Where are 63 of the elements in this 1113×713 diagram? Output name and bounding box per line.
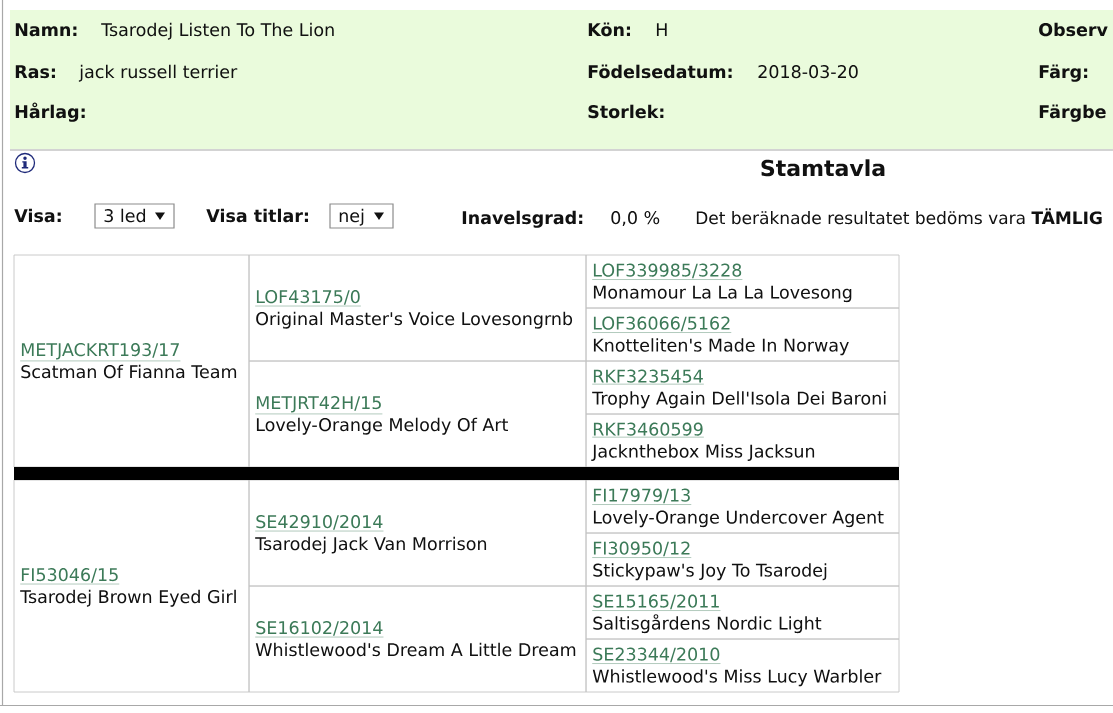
registration-link: METJRT42H/15 [255, 396, 383, 415]
dog-name: Scatman Of Fianna Team [21, 364, 237, 379]
registration-link: LOF36066/5162 [592, 316, 732, 333]
dog-name: Stickypaw's Joy To Tsarodej [593, 563, 827, 581]
pedigree-cell [248, 585, 587, 693]
registration-link: FI30950/12 [592, 541, 692, 558]
dog-name: Lovely-Orange Undercover Agent [593, 510, 884, 528]
field-value: 2018-03-20 [758, 65, 858, 79]
dog-name: Trophy Again Dell'Isola Dei Baroni [592, 391, 886, 409]
pedigree-cell [585, 585, 900, 640]
field-value: Tsarodej Listen To The Lion [101, 22, 334, 40]
pedigree-cell [13, 479, 250, 693]
pedigree-cell [248, 479, 587, 587]
field-label: Kön: [588, 22, 630, 37]
field-label: Hårlag: [15, 102, 85, 122]
dropdown: nej [329, 203, 394, 229]
field-value: jack russell terrier [78, 64, 238, 82]
pedigree-cell [248, 254, 587, 362]
pedigree-cell [585, 360, 900, 415]
field-label: Storlek: [588, 104, 664, 119]
registration-link: SE42910/2014 [255, 515, 384, 532]
dog-name: Knotteliten's Made In Norway [593, 338, 849, 356]
pedigree-cell [585, 413, 900, 468]
heading: Stamtavla [761, 159, 885, 177]
registration-link: RKF3460599 [592, 422, 705, 438]
registration-link: FI53046/15 [20, 568, 120, 585]
registration-link: RKF3235454 [592, 369, 705, 385]
dog-name: Saltisgårdens Nordic Light [593, 614, 822, 634]
field-label: Observ [1039, 22, 1108, 37]
registration-link: SE15165/2011 [592, 594, 721, 611]
pedigree-cell [248, 360, 587, 468]
dog-name: Original Master's Voice Lovesongrnb [256, 311, 573, 329]
registration-link: LOF339985/3228 [592, 263, 743, 280]
field-label: Inavelsgrad: [462, 210, 583, 228]
dog-name: Jacknthebox Miss Jacksun [591, 444, 815, 461]
field-label: Visa: [14, 208, 61, 223]
field-label: Visa titlar: [206, 208, 308, 223]
field-label: Födelsedatum: [588, 64, 732, 79]
registration-link: SE23344/2010 [592, 647, 721, 664]
field-label: Ras: [15, 65, 55, 79]
registration-link: LOF43175/0 [255, 290, 362, 307]
dog-name: Whistlewood's Miss Lucy Warbler [592, 669, 882, 687]
dog-name: Monamour La La La Lovesong [593, 285, 852, 303]
pedigree-cell [585, 638, 900, 693]
pedigree-cell [585, 307, 900, 362]
field-label: Färg: [1039, 64, 1088, 82]
dog-name: Tsarodej Jack Van Morrison [255, 536, 487, 554]
dog-name: Lovely-Orange Melody Of Art [256, 417, 508, 435]
dog-name: Tsarodej Brown Eyed Girl [20, 589, 236, 607]
pedigree-cell [13, 254, 250, 468]
field-label: Färgbe [1039, 104, 1106, 122]
pedigree-cell [585, 532, 900, 587]
pedigree-cell [585, 254, 900, 309]
note-text: Det beräknade resultatet bedöms vara TÄMLIG [696, 208, 1102, 225]
field-label: Namn: [15, 23, 77, 37]
dog-name: Whistlewood's Dream A Little Dream [255, 642, 576, 657]
field-value: H [656, 23, 667, 36]
registration-link: METJACKRT193/17 [20, 343, 181, 362]
pedigree-cell [585, 479, 900, 534]
registration-link: FI17979/13 [592, 488, 692, 505]
registration-link: SE16102/2014 [255, 621, 384, 638]
field-value: 0,0 % [611, 211, 660, 227]
dropdown: 3 led [94, 203, 175, 229]
